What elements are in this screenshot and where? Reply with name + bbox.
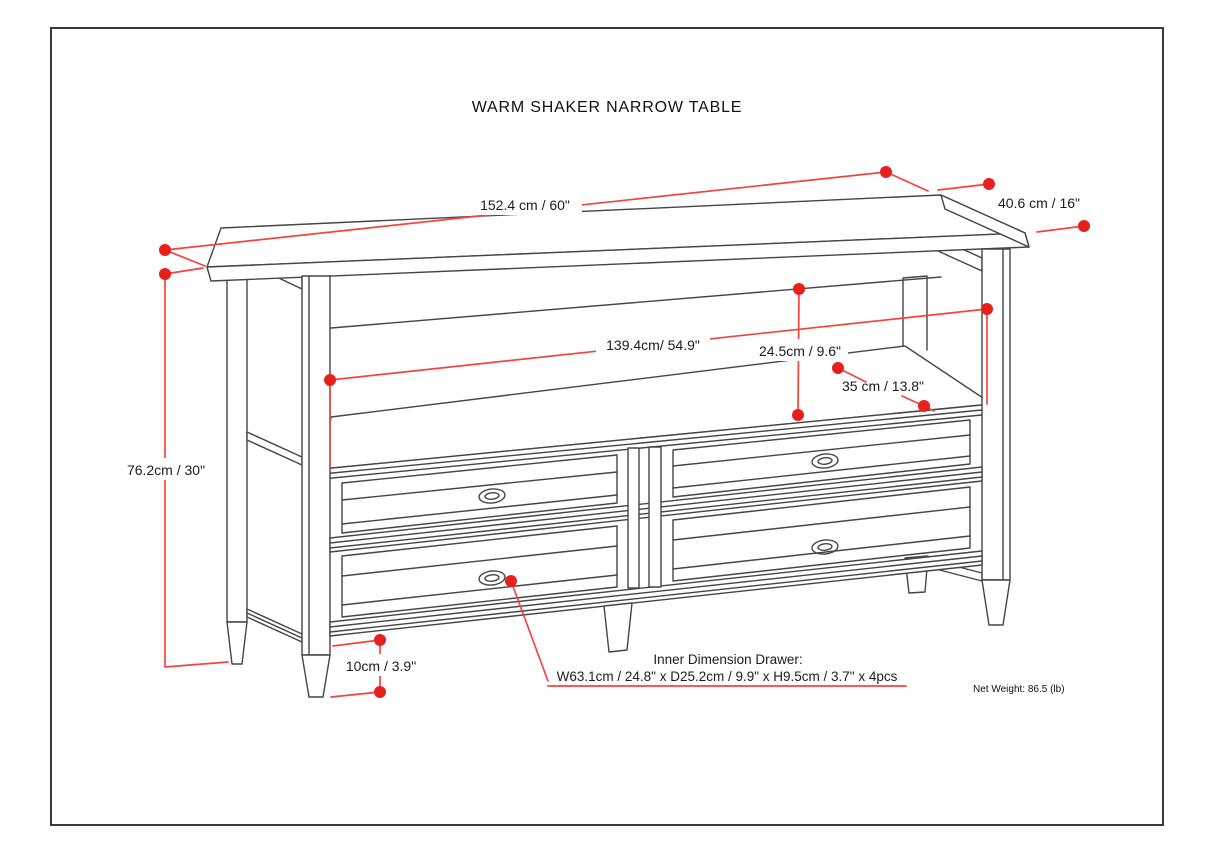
drawer-handle [478, 570, 506, 586]
middle-shelf [321, 345, 993, 480]
page-border [50, 27, 1164, 826]
drawer-bottom-left [341, 525, 618, 618]
dimension-shelf-clearance: 24.5cm / 9.6" [752, 283, 848, 421]
tabletop [206, 194, 1030, 282]
shelf-clearance-label: 24.5cm / 9.6" [759, 343, 841, 359]
dimension-width: 152.4 cm / 60" [159, 166, 929, 267]
dimension-annotations: 152.4 cm / 60" 40.6 cm / 16" 139.4cm/ 54… [120, 166, 1090, 698]
table-drawing [206, 194, 1030, 698]
drawer-note-heading: Inner Dimension Drawer: [653, 652, 802, 667]
back-rail [330, 276, 942, 329]
net-weight-label: Net Weight: 86.5 (lb) [973, 684, 1065, 695]
left-side-rails [246, 249, 303, 643]
dimension-inner-width: 139.4cm/ 54.9" [324, 303, 993, 469]
center-divider [627, 446, 662, 589]
drawer-bottom-right [672, 486, 971, 582]
drawer-note-detail: W63.1cm / 24.8" x D25.2cm / 9.9" x H9.5c… [557, 669, 898, 684]
height-label: 76.2cm / 30" [127, 462, 205, 478]
front-right-leg [981, 248, 1011, 626]
drawer-handle [478, 488, 506, 504]
dimension-leg-height: 10cm / 3.9" [330, 634, 426, 698]
dimension-height: 76.2cm / 30" [120, 267, 229, 668]
shelf-depth-label: 35 cm / 13.8" [842, 378, 924, 394]
drawer-handle [811, 539, 839, 555]
drawer-top-left [341, 454, 618, 534]
drawer-note-leader [505, 575, 907, 687]
dimension-shelf-depth: 35 cm / 13.8" [832, 362, 935, 412]
drawer-top-right [672, 419, 971, 498]
width-label: 152.4 cm / 60" [480, 197, 570, 213]
front-left-leg [301, 275, 331, 698]
front-middle-leg [603, 602, 633, 653]
depth-label: 40.6 cm / 16" [998, 195, 1080, 211]
leg-height-label: 10cm / 3.9" [346, 658, 416, 674]
drawer-handle [811, 453, 839, 469]
diagram-title: WARM SHAKER NARROW TABLE [472, 99, 743, 116]
dimension-depth: 40.6 cm / 16" [937, 178, 1090, 233]
back-left-leg [226, 240, 248, 665]
inner-width-label: 139.4cm/ 54.9" [606, 337, 700, 353]
